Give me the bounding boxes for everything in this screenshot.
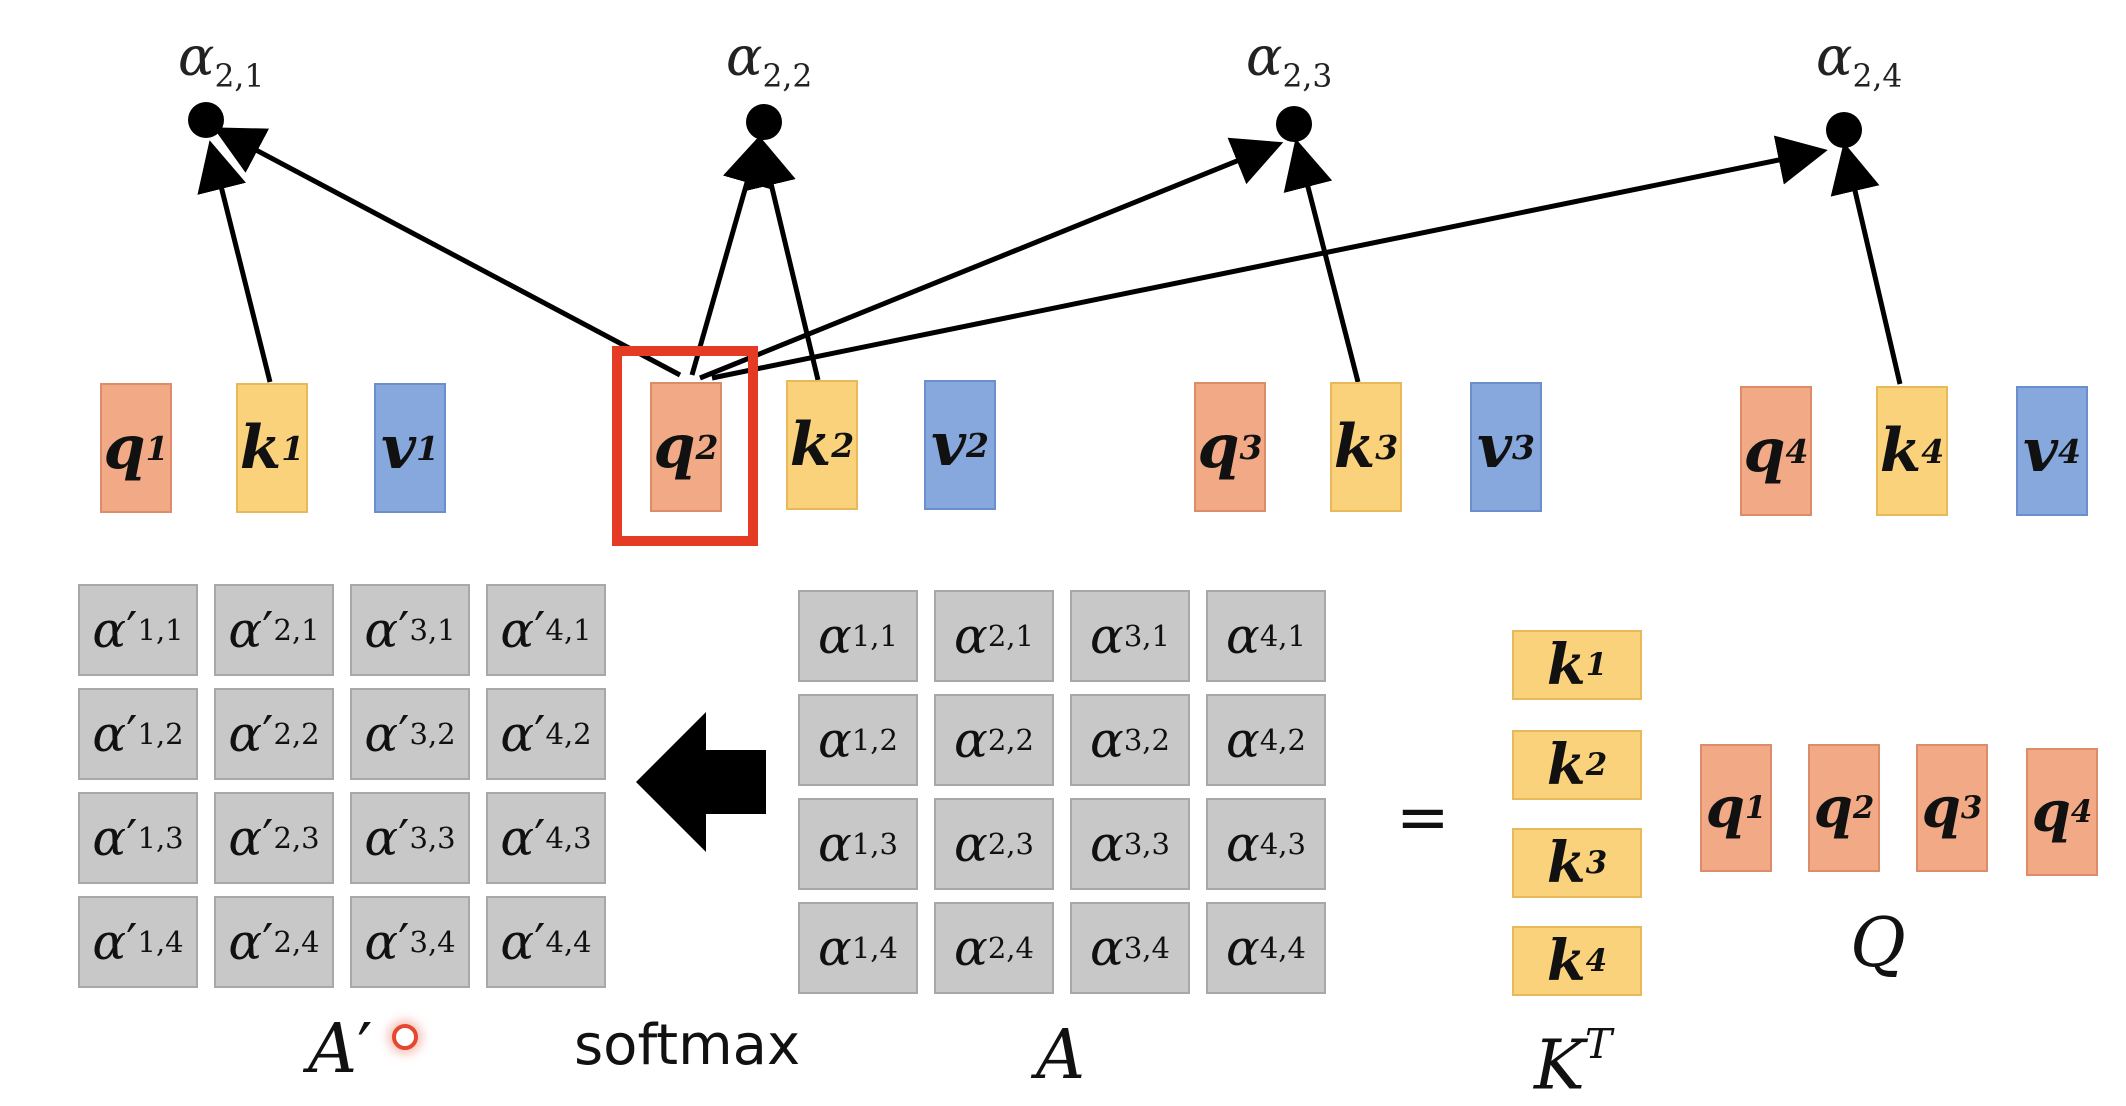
alpha-node-2-1	[188, 102, 224, 138]
a-prime-cell: α′3,2	[350, 688, 470, 780]
a-prime-cell: α′2,1	[214, 584, 334, 676]
alpha-label-2-2: α2,2	[726, 25, 813, 95]
arrow-q2-to-alpha21	[213, 127, 682, 378]
a-prime-cell: α′3,3	[350, 792, 470, 884]
alpha-label-2-1: α2,1	[178, 25, 265, 95]
softmax-label: softmax	[574, 1013, 801, 1078]
a-prime-cell: α′2,2	[214, 688, 334, 780]
equals-sign: =	[1396, 781, 1450, 855]
a-prime-cell: α′3,4	[350, 896, 470, 988]
arrow-q2-to-alpha24	[711, 135, 1828, 381]
q-label: Q	[1850, 904, 1906, 983]
a-label: A	[1036, 1016, 1086, 1095]
alpha-label-2-3: α2,3	[1246, 25, 1333, 95]
a-prime-cell: α′2,4	[214, 896, 334, 988]
softmax-arrow-icon	[636, 712, 766, 852]
arrow-q2-to-alpha23	[699, 137, 1284, 381]
cursor-dot	[392, 1024, 418, 1050]
a-prime-cell: α′1,3	[78, 792, 198, 884]
q2-highlight-box	[612, 346, 758, 546]
a-prime-cell: α′4,2	[486, 688, 606, 780]
a-prime-cell: α′4,3	[486, 792, 606, 884]
a-prime-label: A′	[308, 1010, 373, 1089]
a-prime-cell: α′3,1	[350, 584, 470, 676]
arrow-k1-to-alpha21	[197, 140, 273, 383]
alpha-node-2-2	[746, 104, 782, 140]
a-prime-cell: α′1,2	[78, 688, 198, 780]
a-prime-cell: α′4,4	[486, 896, 606, 988]
a-prime-cell: α′2,3	[214, 792, 334, 884]
a-prime-cell: α′1,1	[78, 584, 198, 676]
arrow-k3-to-alpha23	[1283, 138, 1361, 383]
arrow-k4-to-alpha24	[1830, 142, 1903, 385]
a-prime-cell: α′1,4	[78, 896, 198, 988]
kt-label: KT	[1534, 1020, 1613, 1106]
alpha-node-2-3	[1276, 106, 1312, 142]
a-prime-cell: α′4,1	[486, 584, 606, 676]
arrow-q2-to-alpha22	[689, 134, 772, 376]
alpha-node-2-4	[1826, 112, 1862, 148]
alpha-label-2-4: α2,4	[1816, 25, 1903, 95]
arrow-k2-to-alpha22	[746, 136, 821, 381]
